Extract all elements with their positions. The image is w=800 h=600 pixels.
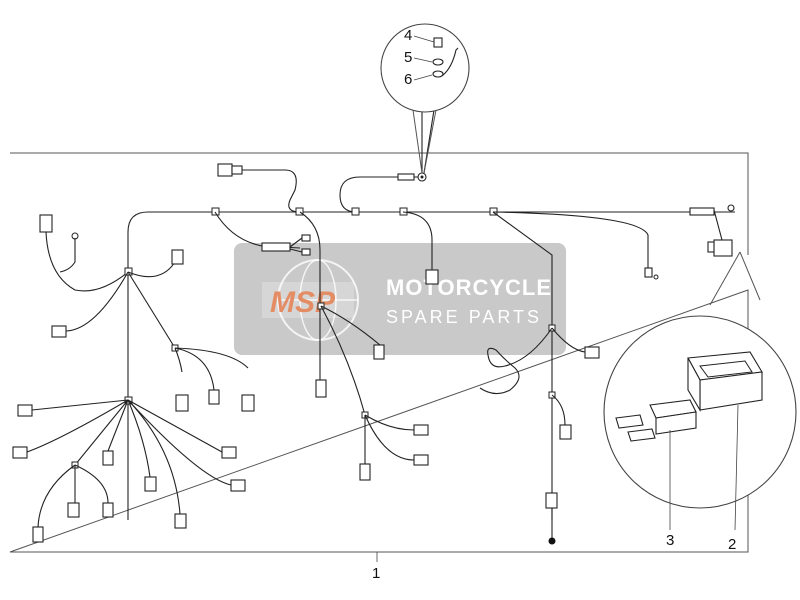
branch-center <box>299 211 429 481</box>
branch-right <box>479 211 600 545</box>
fuse-part <box>615 399 697 442</box>
watermark-logo: MSP <box>270 286 336 319</box>
callout-fuse-holder: 2 <box>728 536 736 553</box>
callout-nut: 6 <box>404 71 412 88</box>
callout-washer: 5 <box>404 49 412 66</box>
branch-left-upper <box>39 214 255 412</box>
callout-fuse: 3 <box>666 532 674 549</box>
branch-far-right <box>492 204 735 280</box>
hardware-detail-circle: 4 5 6 <box>380 23 470 174</box>
branch-403 <box>402 211 439 285</box>
top-plug <box>217 163 301 213</box>
fuse-holder-part <box>687 351 763 412</box>
watermark-subtitle: SPARE PARTS <box>386 307 542 327</box>
callout-screw: 4 <box>404 27 412 44</box>
fuse-detail-circle: 3 2 <box>603 251 797 553</box>
watermark-title: MOTORCYCLE <box>386 275 552 300</box>
branch-left-lower <box>12 396 246 543</box>
branch-dual-connector <box>214 211 311 256</box>
watermark: MSP MOTORCYCLE SPARE PARTS <box>234 243 566 355</box>
callout-main-harness: 1 <box>372 565 380 582</box>
